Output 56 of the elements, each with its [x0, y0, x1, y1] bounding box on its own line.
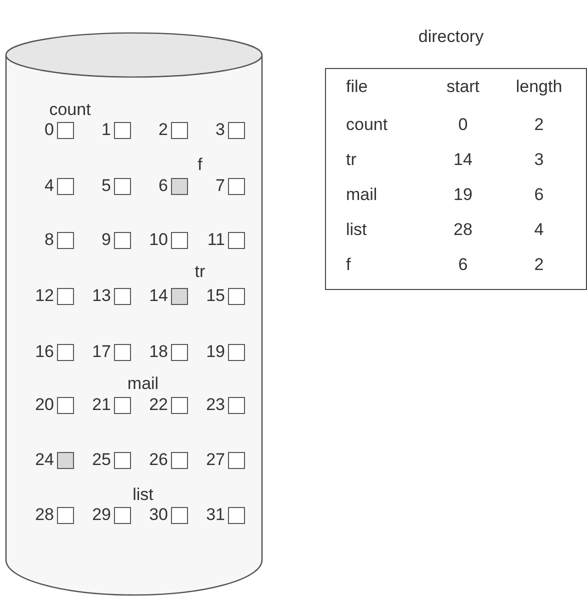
block-number: 29 [92, 505, 111, 525]
file-name: count [346, 115, 388, 135]
table-value: 19 [454, 185, 472, 205]
table-value: 6 [534, 185, 544, 205]
column-header: start [446, 77, 480, 97]
file-label: list [132, 485, 154, 505]
table-heading: directory [418, 27, 484, 47]
block-number: 16 [35, 342, 54, 362]
block-number: 2 [158, 120, 168, 140]
table-value: 6 [458, 255, 468, 275]
file-label: mail [127, 374, 159, 394]
column-header: file [346, 77, 368, 97]
file-name: list [346, 220, 367, 240]
block-number: 15 [206, 286, 225, 306]
table-value: 2 [534, 115, 544, 135]
block-number: 27 [206, 450, 225, 470]
block-number: 6 [158, 176, 168, 196]
block-number: 22 [149, 395, 168, 415]
block-number: 23 [206, 395, 225, 415]
block-number: 8 [44, 230, 54, 250]
file-name: f [346, 255, 351, 275]
file-name: tr [346, 150, 356, 170]
table-value: 2 [534, 255, 544, 275]
column-header: length [516, 77, 562, 97]
file-label: tr [194, 262, 206, 282]
block-number: 31 [206, 505, 225, 525]
block-number: 13 [92, 286, 111, 306]
block-number: 18 [149, 342, 168, 362]
block-number: 11 [207, 230, 225, 250]
block-number: 19 [206, 342, 225, 362]
block-number: 24 [35, 450, 54, 470]
block-number: 0 [44, 120, 54, 140]
block-number: 28 [35, 505, 54, 525]
block-number: 25 [92, 450, 111, 470]
block-number: 9 [102, 230, 111, 250]
file-name: mail [346, 185, 378, 205]
table-value: 14 [454, 150, 472, 170]
block-number: 10 [149, 230, 168, 250]
table-value: 4 [534, 220, 544, 240]
file-label: count [49, 100, 91, 120]
block-number: 4 [44, 176, 54, 196]
block-number: 21 [92, 395, 111, 415]
block-number: 7 [216, 176, 225, 196]
block-number: 3 [216, 120, 225, 140]
block-number: 20 [35, 395, 54, 415]
block-number: 17 [92, 342, 111, 362]
block-number: 14 [149, 286, 168, 306]
block-number: 26 [149, 450, 168, 470]
block-number: 12 [35, 286, 54, 306]
block-number: 1 [102, 120, 111, 140]
table-value: 28 [454, 220, 472, 240]
block-number: 30 [149, 505, 168, 525]
block-number: 5 [102, 176, 111, 196]
file-label: f [198, 155, 202, 175]
table-value: 0 [458, 115, 468, 135]
table-value: 3 [534, 150, 544, 170]
